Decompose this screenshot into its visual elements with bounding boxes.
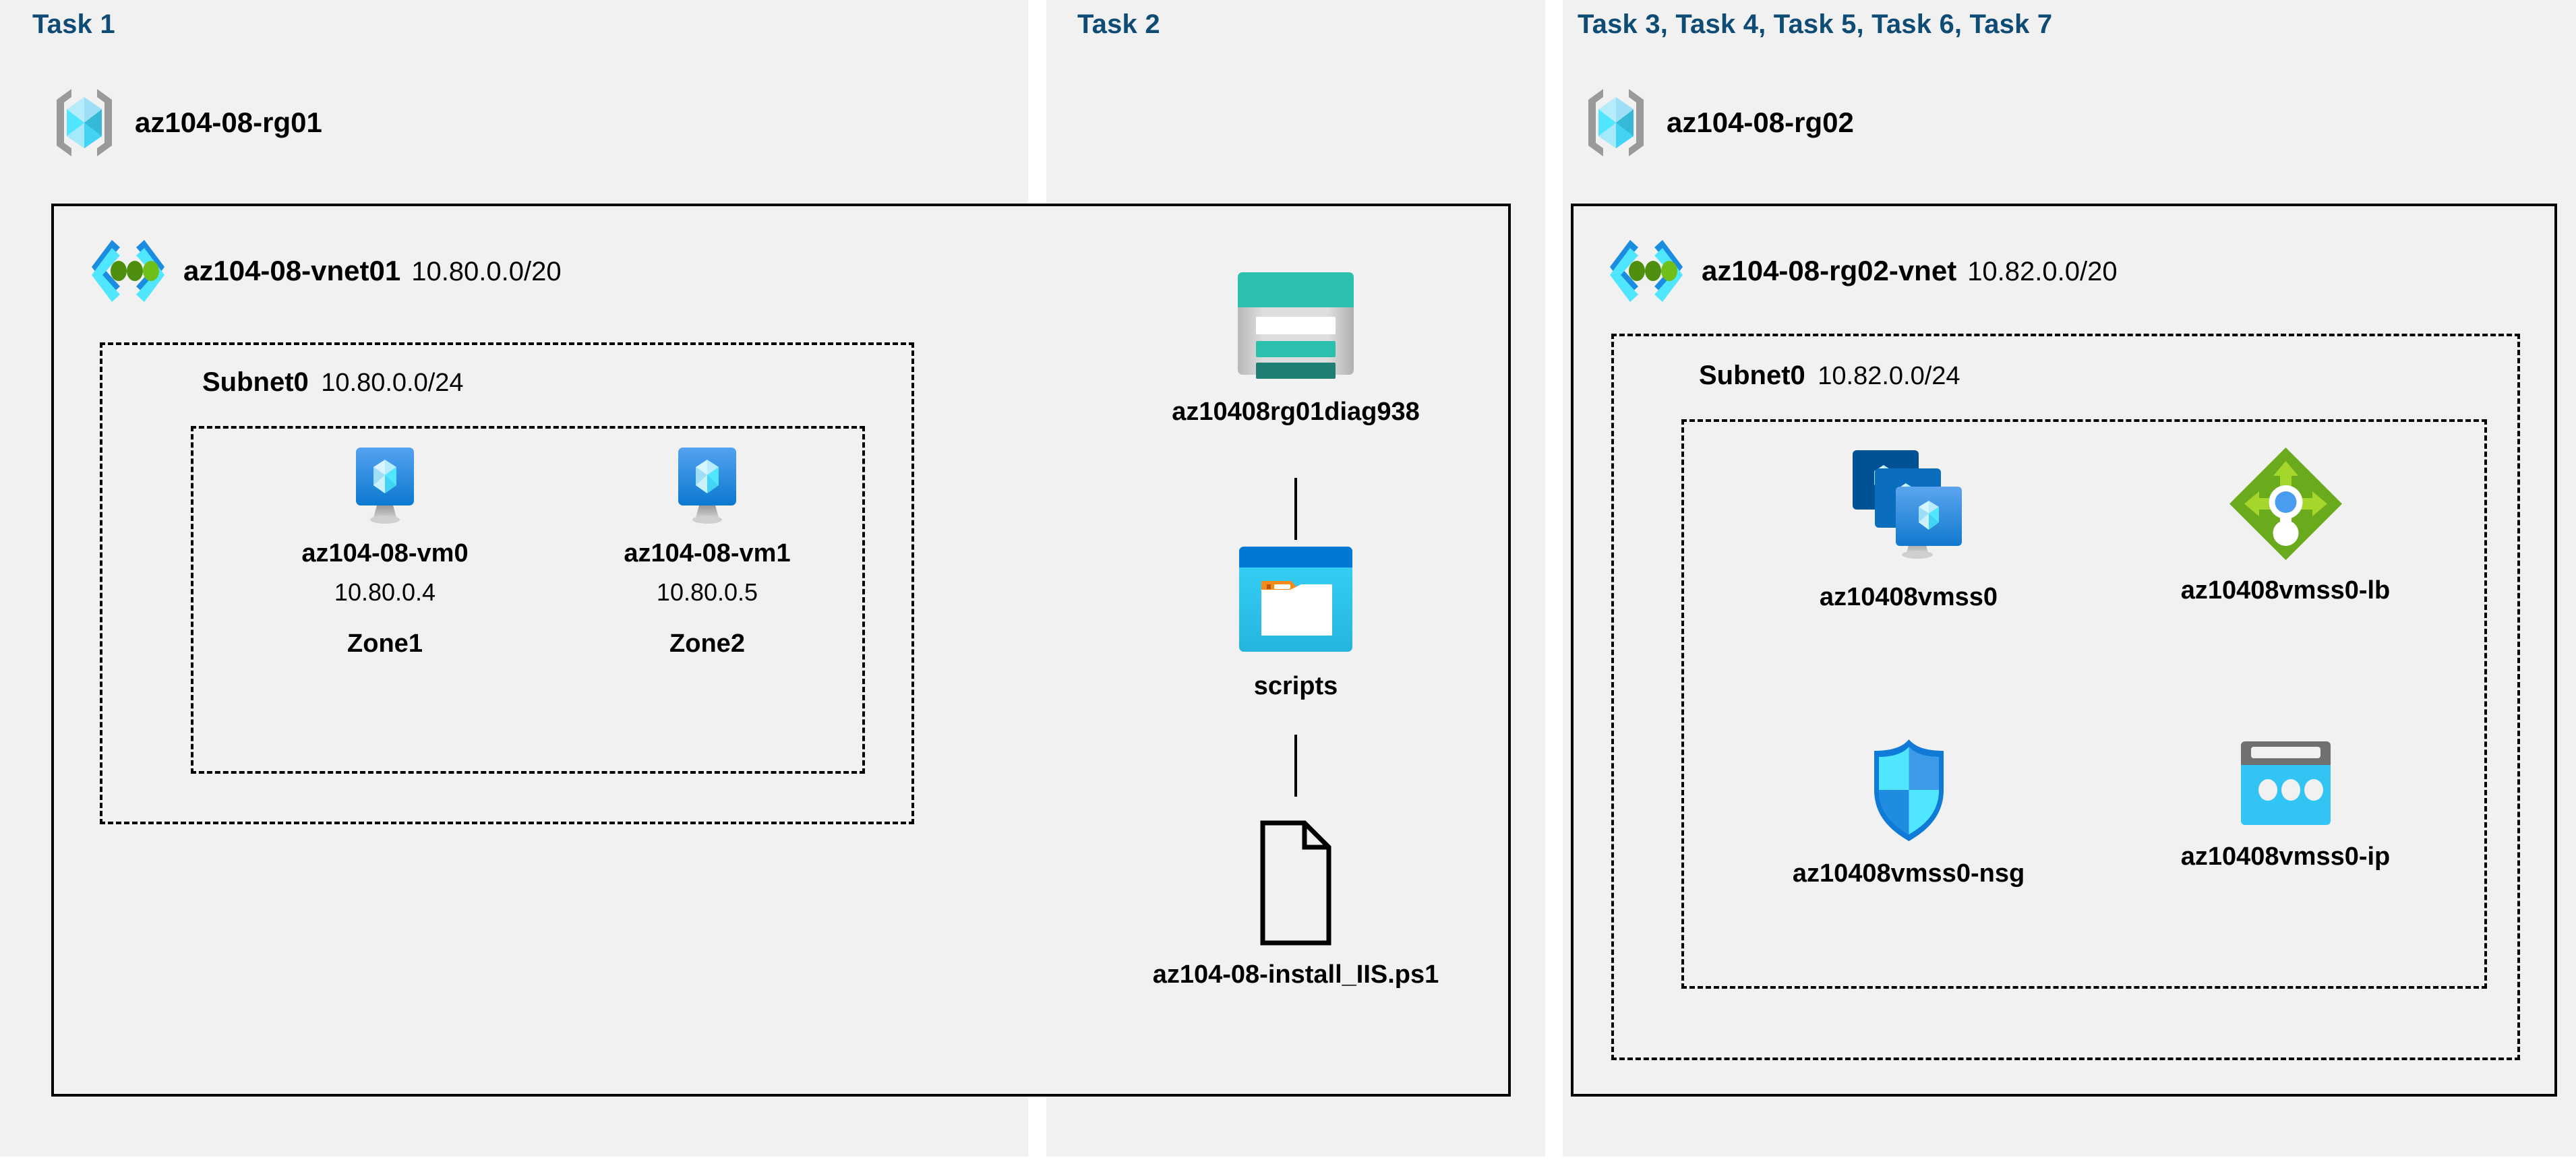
task3-resource-group-label: az104-08-rg02	[1667, 106, 1854, 138]
task3-resource-group: az104-08-rg02	[1583, 86, 1854, 159]
task1-vm0-name: az104-08-vm0	[301, 539, 469, 567]
vm-scale-set-icon	[1845, 445, 1973, 570]
task1-vm1-ip: 10.80.0.5	[656, 578, 758, 606]
task2-heading: Task 2	[1077, 9, 1160, 39]
task1-vnet-cidr: 10.80.0.0/20	[411, 257, 562, 286]
task1-subnet-box	[100, 342, 914, 824]
task1-vm0-zone: Zone1	[347, 629, 423, 658]
task3-subnet-header: Subnet0 10.82.0.0/24	[1699, 361, 1960, 391]
task1-vnet-header: az104-08-vnet01 10.80.0.0/20	[89, 236, 562, 306]
task2-file-node: az104-08-install_IIS.ps1	[1153, 819, 1439, 990]
resource-group-icon	[1583, 86, 1649, 159]
virtual-machine-icon	[670, 445, 744, 526]
task3-vnet-name: az104-08-rg02-vnet	[1702, 255, 1957, 286]
task3-vnet-text: az104-08-rg02-vnet 10.82.0.0/20	[1702, 255, 2118, 287]
virtual-network-icon	[1607, 236, 1685, 306]
task3-nsg-node: az10408vmss0-nsg	[1757, 735, 2060, 889]
task1-vm1-zone: Zone2	[669, 629, 745, 658]
task1-heading: Task 1	[32, 9, 115, 39]
task2-file-name: az104-08-install_IIS.ps1	[1152, 960, 1439, 989]
task1-subnet-header: Subnet0 10.80.0.0/24	[202, 367, 464, 398]
virtual-network-icon	[89, 236, 167, 306]
network-security-group-icon	[1863, 735, 1954, 846]
task3-lb-node: az10408vmss0-lb	[2134, 445, 2437, 606]
task1-vnet-text: az104-08-vnet01 10.80.0.0/20	[183, 255, 562, 287]
task1-vm1-node: az104-08-vm1 10.80.0.5 Zone2	[606, 445, 808, 658]
task3-subnet-cidr: 10.82.0.0/24	[1818, 362, 1960, 390]
task3-vnet-header: az104-08-rg02-vnet 10.82.0.0/20	[1607, 236, 2118, 306]
task1-vm0-ip: 10.80.0.4	[334, 578, 436, 606]
load-balancer-icon	[2227, 445, 2345, 563]
task3-heading: Task 3, Task 4, Task 5, Task 6, Task 7	[1578, 9, 2053, 39]
task3-pip-name: az10408vmss0-ip	[2180, 842, 2391, 871]
file-icon	[1245, 819, 1346, 947]
task3-subnet-name: Subnet0	[1699, 361, 1805, 390]
blob-container-icon	[1235, 543, 1356, 658]
task2-container-node: scripts	[1195, 543, 1397, 702]
task1-vnet-name: az104-08-vnet01	[183, 255, 401, 286]
task1-vm1-name: az104-08-vm1	[624, 539, 791, 567]
virtual-machine-icon	[348, 445, 422, 526]
container-to-file-connector	[1294, 735, 1297, 797]
storage-to-container-connector	[1294, 478, 1297, 540]
task3-vnet-cidr: 10.82.0.0/20	[1967, 257, 2118, 286]
task3-subnet-box	[1611, 334, 2520, 1060]
task3-lb-name: az10408vmss0-lb	[2180, 576, 2391, 605]
task1-resource-group-label: az104-08-rg01	[135, 106, 322, 138]
public-ip-address-icon	[2237, 738, 2335, 829]
task2-container-name: scripts	[1253, 672, 1338, 700]
task3-vmss-name: az10408vmss0	[1819, 583, 1998, 611]
task3-nsg-name: az10408vmss0-nsg	[1792, 859, 2025, 888]
task3-vmss-node: az10408vmss0	[1757, 445, 2060, 613]
task2-storage-account-name: az10408rg01diag938	[1172, 398, 1420, 426]
task3-vnet-box	[1571, 204, 2557, 1097]
task1-subnet-name: Subnet0	[202, 367, 309, 397]
task3-resources-box	[1681, 419, 2487, 989]
task1-subnet-cidr: 10.80.0.0/24	[321, 369, 464, 397]
task1-resource-group: az104-08-rg01	[51, 86, 322, 159]
task1-vm-group-box	[191, 426, 865, 774]
task1-vm0-node: az104-08-vm0 10.80.0.4 Zone1	[284, 445, 486, 658]
task3-pip-node: az10408vmss0-ip	[2134, 738, 2437, 872]
task2-storage-account-node: az10408rg01diag938	[1172, 263, 1420, 427]
resource-group-icon	[51, 86, 117, 159]
storage-account-icon	[1228, 263, 1363, 384]
